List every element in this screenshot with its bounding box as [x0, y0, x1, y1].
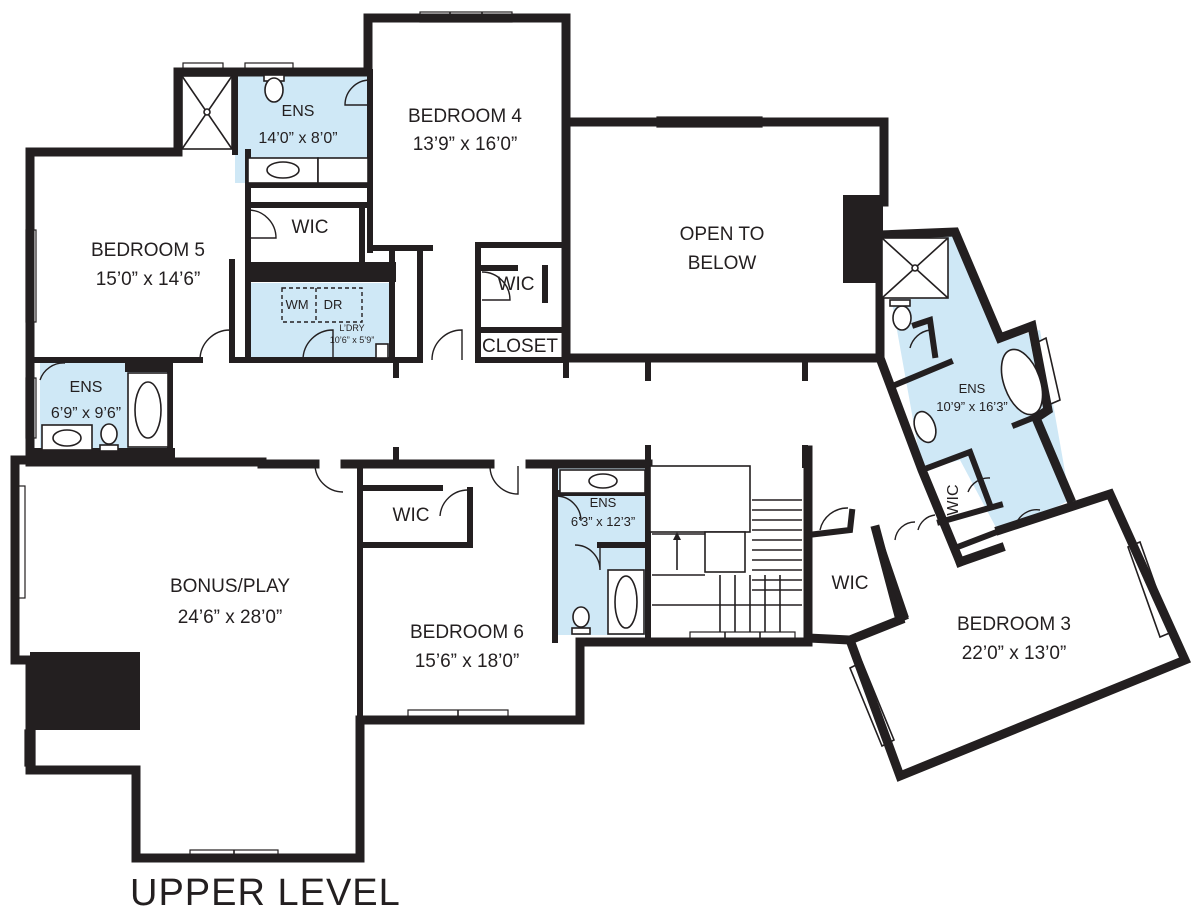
- wic-bed3-small-label: WIC: [945, 484, 962, 515]
- interior-walls: [27, 69, 1044, 723]
- wic-bed3-label: WIC: [832, 573, 869, 594]
- laundry-wm-label: WM: [285, 297, 308, 312]
- bonus-name: BONUS/PLAY: [170, 576, 290, 597]
- open-to-below-line2: BELOW: [688, 253, 757, 274]
- ens-bed5-size: 6’9” x 9’6”: [51, 405, 121, 422]
- bedroom3-size: 22’0” x 13’0”: [962, 643, 1067, 664]
- plan-title: UPPER LEVEL: [130, 872, 401, 913]
- bedroom6-name: BEDROOM 6: [410, 622, 524, 643]
- bedroom4-name: BEDROOM 4: [408, 106, 522, 127]
- laundry-size: 10’6” x 5’9”: [330, 335, 375, 345]
- bedroom5-name: BEDROOM 5: [91, 240, 205, 261]
- ens-bed3-name: ENS: [959, 381, 986, 396]
- ens-bed6-size: 6’3” x 12’3”: [571, 514, 635, 529]
- bedroom3-name: BEDROOM 3: [957, 614, 1071, 635]
- laundry-dr-label: DR: [324, 297, 343, 312]
- wic-bed6-label: WIC: [393, 505, 430, 526]
- bonus-size: 24’6” x 28’0”: [178, 607, 283, 628]
- open-to-below-line1: OPEN TO: [680, 224, 765, 245]
- solid-blocks: [30, 195, 883, 730]
- ens-bed6-name: ENS: [590, 495, 617, 510]
- ens-bed5-name: ENS: [70, 379, 103, 396]
- wic-bed5-label: WIC: [292, 217, 329, 238]
- bedroom4-size: 13’9” x 16’0”: [413, 134, 518, 155]
- ens-bed4-name: ENS: [282, 103, 315, 120]
- bedroom5-size: 15’0” x 14’6”: [96, 269, 201, 290]
- bedroom6-size: 15’6” x 18’0”: [415, 651, 520, 672]
- room-labels: BEDROOM 4 13’9” x 16’0” ENS 14’0” x 8’0”…: [51, 103, 1071, 672]
- ens-bed4-size: 14’0” x 8’0”: [258, 130, 337, 147]
- laundry-name: L’DRY: [339, 323, 364, 333]
- ens-bed3-size: 10’9” x 16’3”: [936, 399, 1008, 414]
- closet-label: CLOSET: [482, 336, 558, 357]
- fixtures: [41, 74, 1044, 635]
- doors: [39, 79, 1041, 571]
- wic-bed4-label: WIC: [498, 274, 535, 295]
